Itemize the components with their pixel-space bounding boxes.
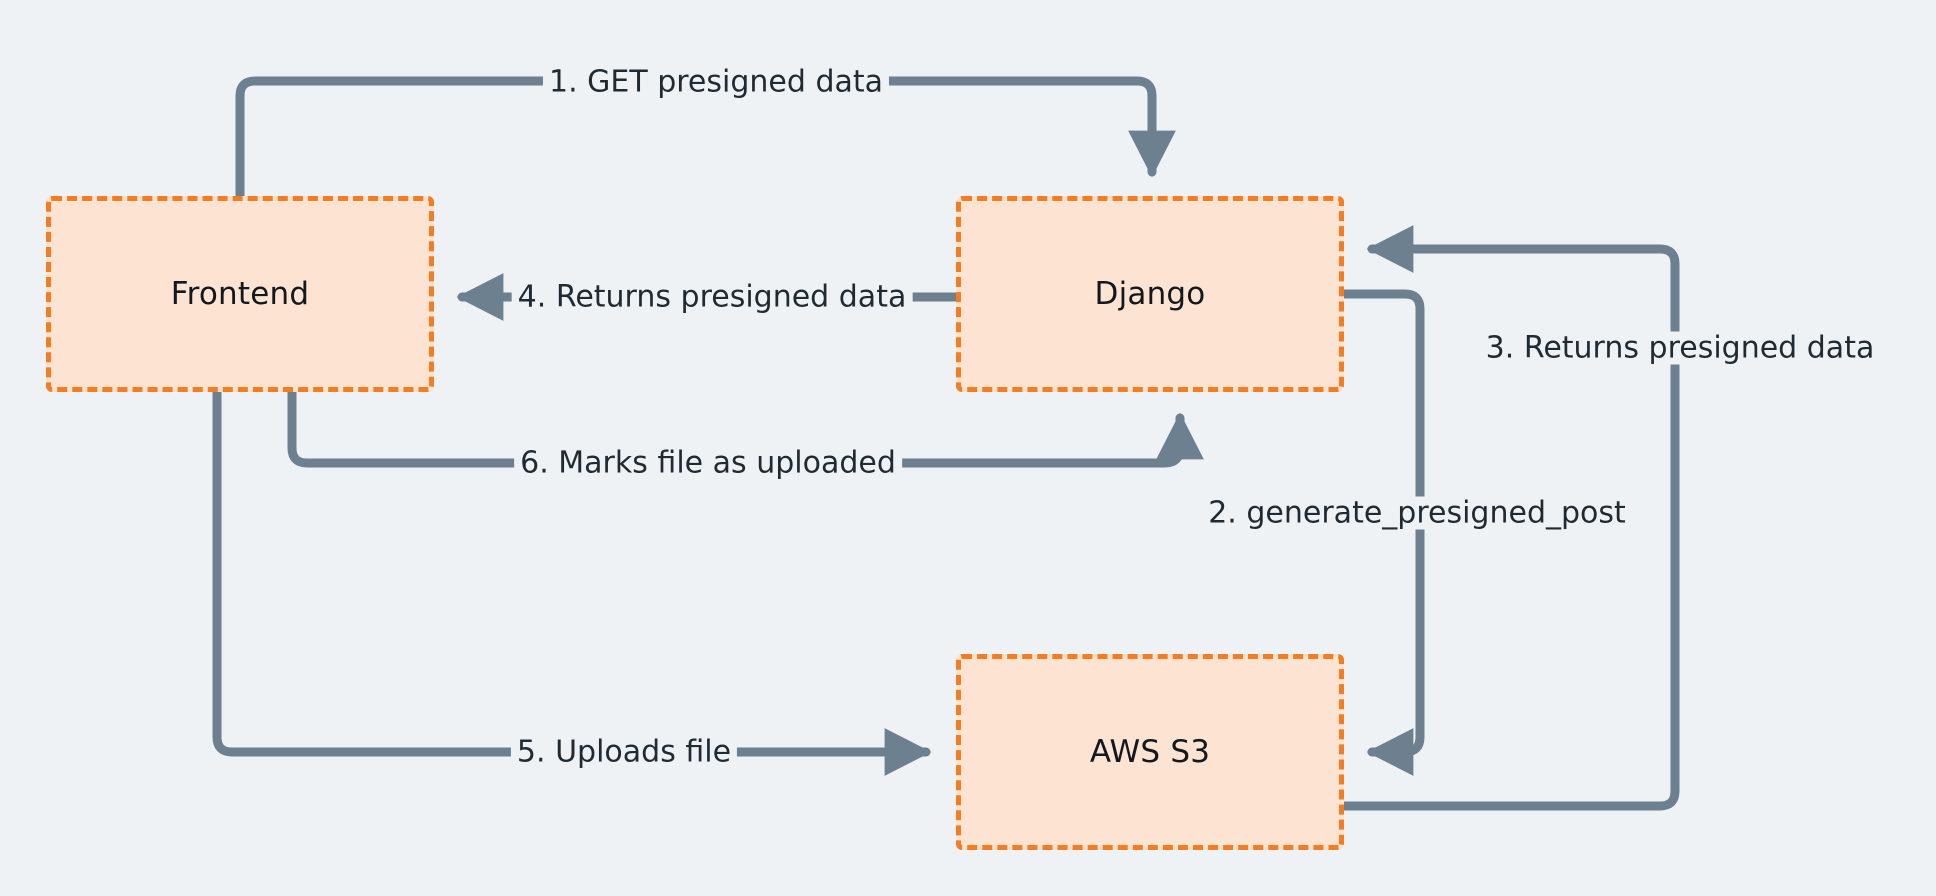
node-frontend-label: Frontend	[170, 276, 310, 312]
edge-label-5: 5. Uploads file	[510, 735, 738, 769]
node-aws-s3-label: AWS S3	[1089, 734, 1211, 770]
node-frontend[interactable]: Frontend	[46, 196, 434, 392]
edge-path-3	[1339, 225, 1680, 811]
edge-label-2: 2. generate_presigned_post	[1202, 496, 1632, 530]
edge-path-5	[212, 387, 932, 776]
edge-label-4: 4. Returns presigned data	[511, 280, 913, 314]
node-django-label: Django	[1094, 276, 1206, 312]
node-aws-s3[interactable]: AWS S3	[956, 654, 1344, 850]
edge-label-1: 1. GET presigned data	[542, 65, 890, 99]
node-django[interactable]: Django	[956, 196, 1344, 392]
edge-label-6: 6. Marks file as uploaded	[514, 446, 902, 480]
edge-label-3: 3. Returns presigned data	[1479, 331, 1881, 365]
